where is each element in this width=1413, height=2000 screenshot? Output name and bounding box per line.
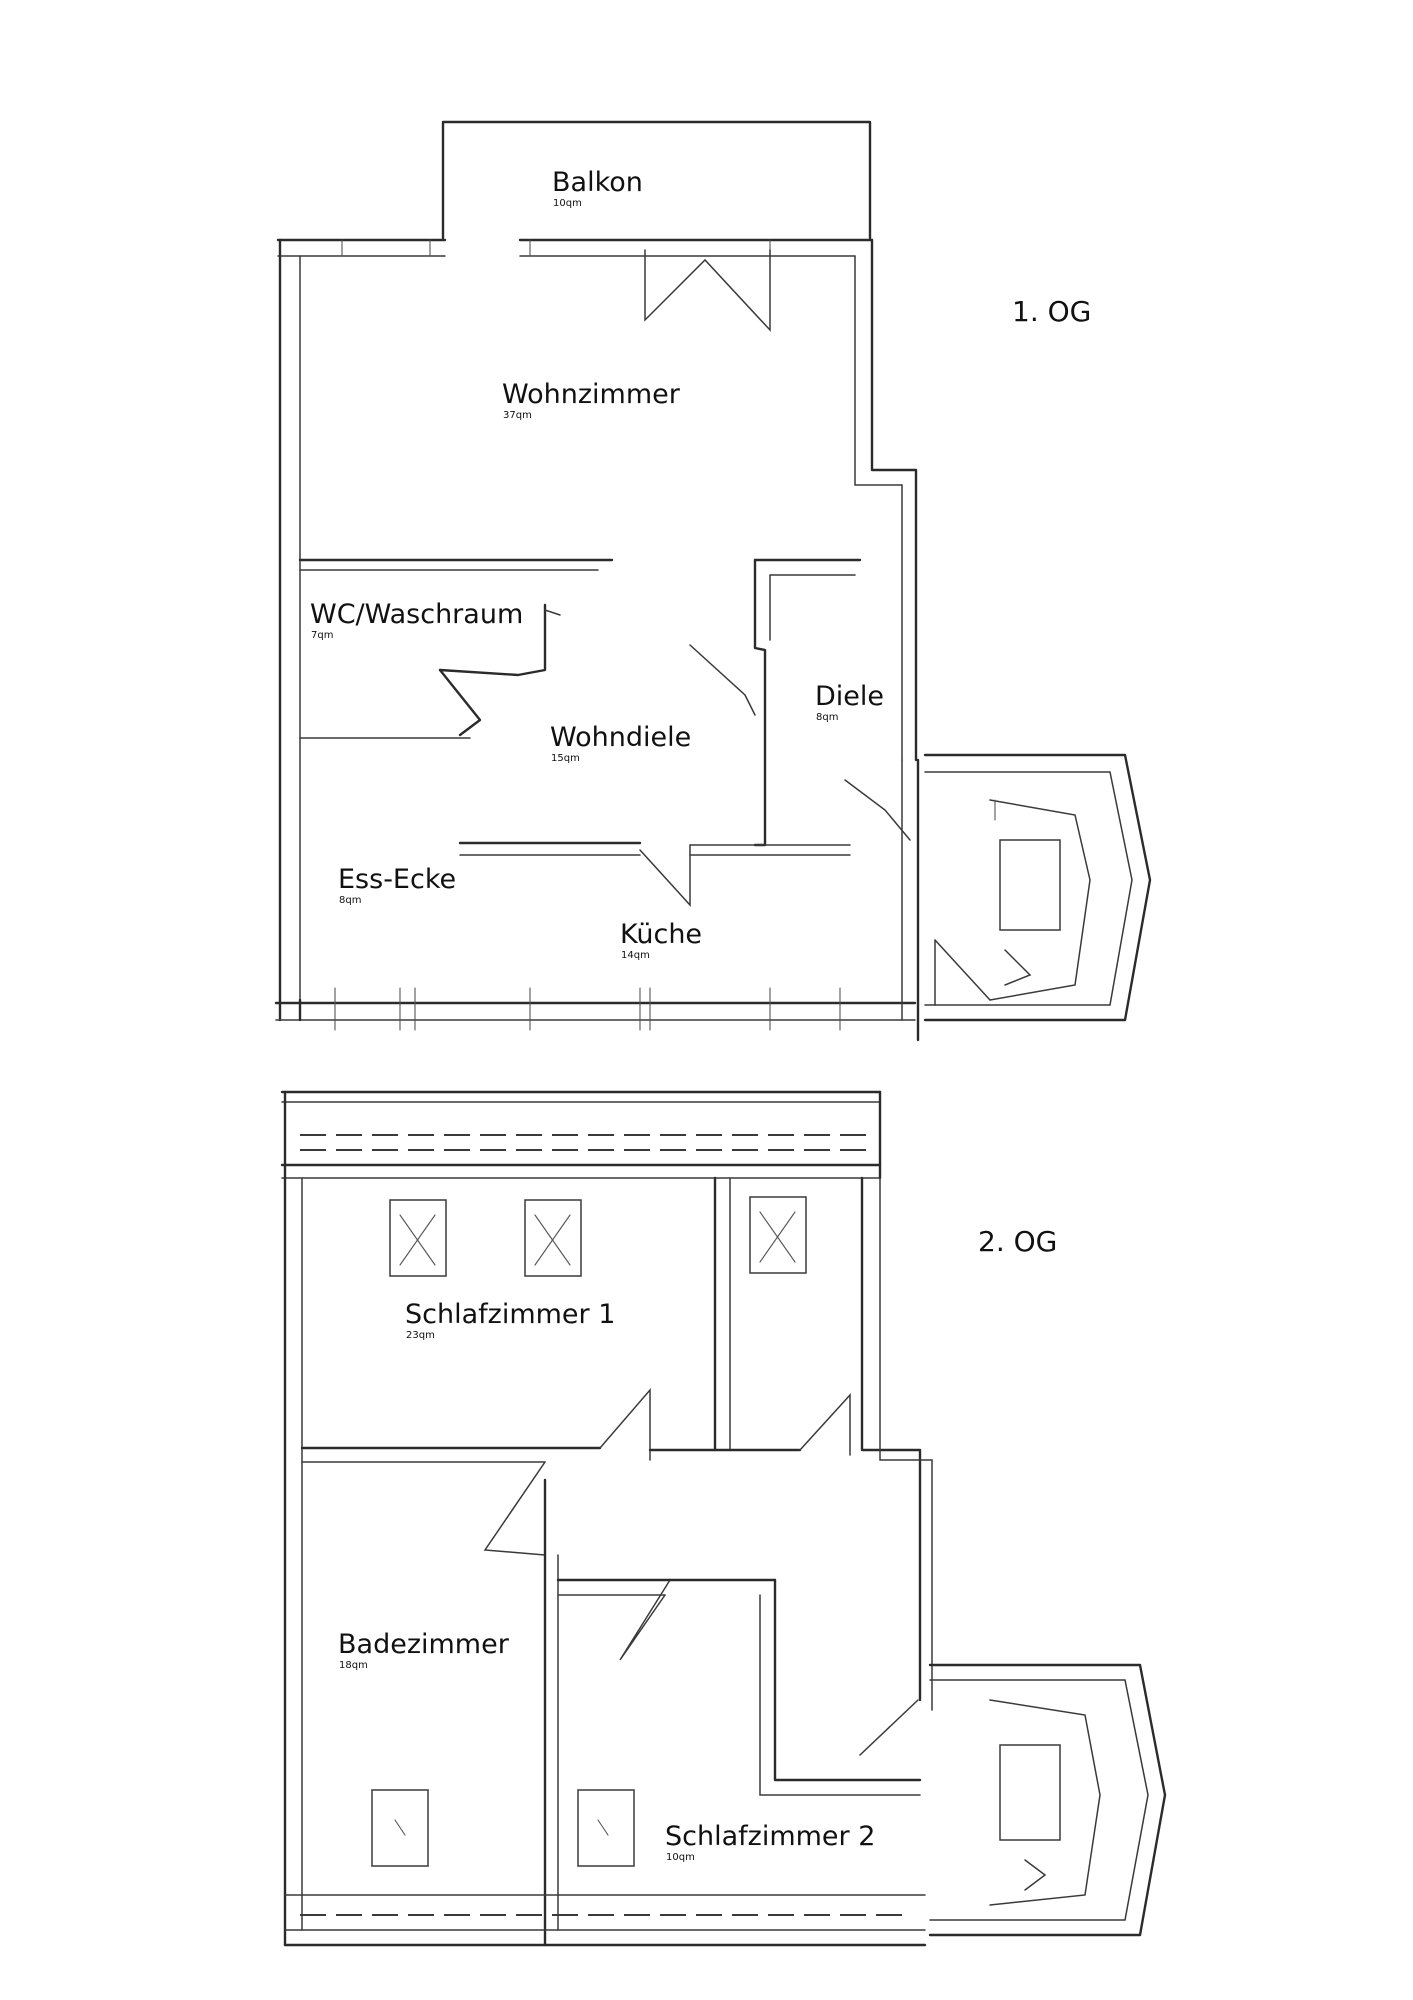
room-name: Diele (815, 681, 885, 712)
room-label-diele: Diele 8qm (815, 682, 884, 724)
room-name: WC/Waschraum (310, 599, 524, 630)
room-area: 8qm (816, 712, 839, 723)
floor-2-plan (280, 1090, 1167, 1947)
room-name: Wohndiele (550, 722, 692, 753)
room-name: Küche (620, 919, 703, 950)
room-label-balkon: Balkon 10qm (552, 168, 643, 210)
kitchen-door (639, 844, 851, 907)
room-name: Ess-Ecke (338, 864, 457, 895)
room-door (799, 1393, 851, 1456)
diele-door (689, 644, 756, 716)
balcony-door (644, 249, 771, 332)
room-label-schlafzimmer-1: Schlafzimmer 1 23qm (405, 1300, 615, 1342)
room-name: Schlafzimmer 2 (665, 1821, 876, 1852)
east-wall (870, 238, 918, 762)
room-name: Badezimmer (338, 1629, 509, 1660)
room-label-wohnzimmer: Wohnzimmer 37qm (502, 380, 680, 422)
room-area: 10qm (666, 1852, 695, 1863)
skylight (389, 1199, 447, 1277)
room-name: Balkon (552, 167, 643, 198)
room-area: 10qm (553, 198, 582, 209)
bed1-door (599, 1387, 651, 1461)
room-name: Schlafzimmer 1 (405, 1299, 616, 1330)
room-area: 8qm (339, 895, 362, 906)
diele-west-wall (753, 558, 767, 847)
room-label-kueche: Küche 14qm (620, 920, 702, 962)
room-area: 18qm (339, 1660, 368, 1671)
room-area: 14qm (621, 950, 650, 961)
floor-1-plan (274, 120, 1152, 1042)
balcony-outline (441, 120, 872, 240)
stair-door (859, 1699, 919, 1756)
room-area: 15qm (551, 753, 580, 764)
bed2-door (619, 1579, 671, 1661)
staircase (923, 753, 1152, 1022)
room-label-wc-waschraum: WC/Waschraum 7qm (310, 600, 523, 642)
room-label-wohndiele: Wohndiele 15qm (550, 723, 691, 765)
room-label-schlafzimmer-2: Schlafzimmer 2 10qm (665, 1822, 875, 1864)
skylight (749, 1196, 807, 1274)
wc-east-wall (438, 603, 547, 677)
floor-title-1-og: 1. OG (1012, 295, 1092, 328)
skylight (577, 1789, 635, 1867)
entry-door (844, 779, 911, 841)
room-label-badezimmer: Badezimmer 18qm (338, 1630, 509, 1672)
skylight (371, 1789, 429, 1867)
room-label-ess-ecke: Ess-Ecke 8qm (338, 865, 456, 907)
skylight (524, 1199, 582, 1277)
staircase (928, 1663, 1167, 1937)
room-area: 37qm (503, 410, 532, 421)
floor-title-2-og: 2. OG (978, 1225, 1058, 1258)
room-area: 23qm (406, 1330, 435, 1341)
room-area: 7qm (311, 630, 334, 641)
room-name: Wohnzimmer (502, 379, 680, 410)
hall-door (483, 1461, 546, 1556)
